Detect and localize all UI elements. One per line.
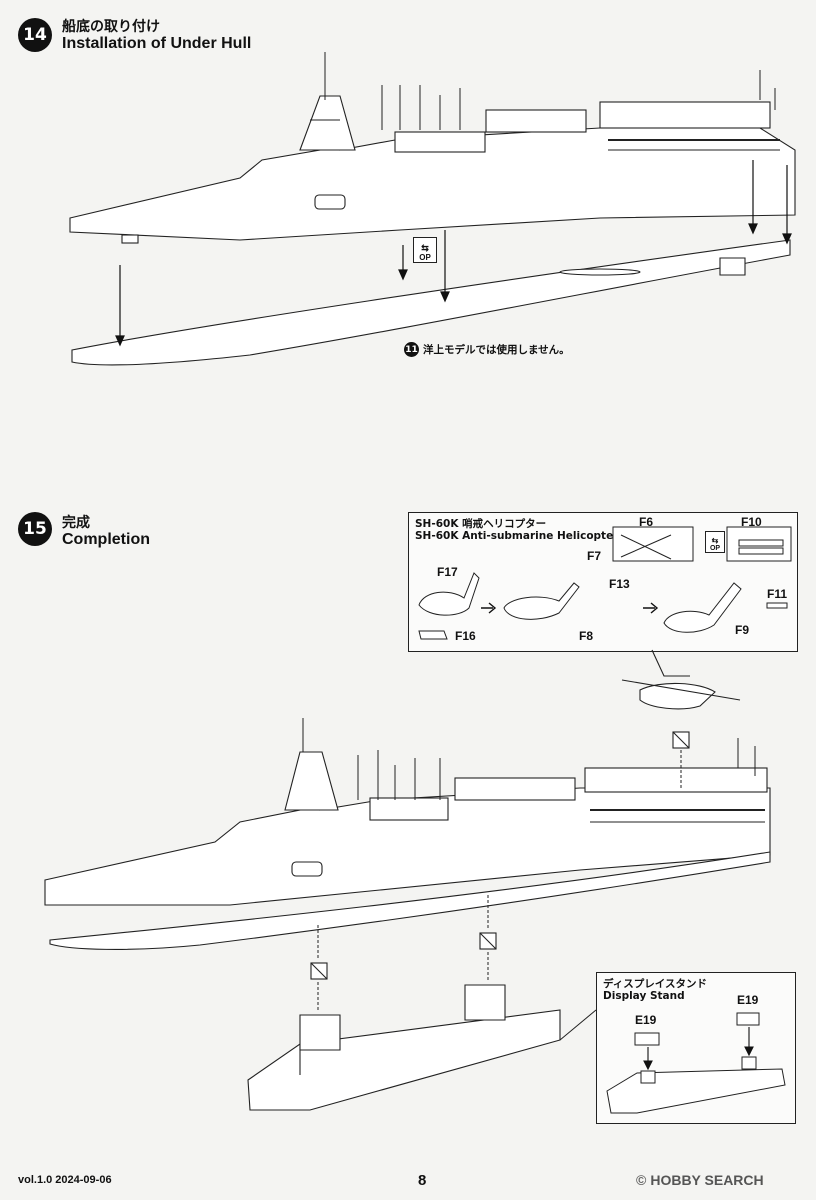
op-arrow-icon: ⇆ bbox=[421, 243, 429, 253]
part-label-f9: F9 bbox=[735, 623, 750, 637]
helicopter-callout-box: SH-60K 哨戒ヘリコプター SH-60K Anti-submarine He… bbox=[408, 512, 798, 652]
part-label-f13: F13 bbox=[609, 577, 630, 591]
part-label-f11: F11 bbox=[767, 587, 788, 601]
stand-title-en: Display Stand bbox=[603, 990, 685, 1002]
watermark-text: HOBBY SEARCH bbox=[650, 1172, 764, 1188]
part-label-f10: F10 bbox=[741, 515, 762, 529]
step-14-note: 11 洋上モデルでは使用しません。 bbox=[404, 342, 570, 357]
part-label-f16: F16 bbox=[455, 629, 476, 643]
version-date: vol.1.0 2024-09-06 bbox=[18, 1174, 112, 1186]
step-14-hull-illustration bbox=[69, 52, 796, 366]
helicopter-assembly-drawing bbox=[418, 526, 792, 640]
heli-op-label: OP bbox=[709, 545, 721, 552]
part-label-f7: F7 bbox=[587, 549, 602, 563]
stand-title-jp: ディスプレイスタンド bbox=[603, 978, 707, 990]
part-label-f8: F8 bbox=[579, 629, 594, 643]
page-number: 8 bbox=[418, 1172, 427, 1189]
heli-op-arrow-icon: ⇆ bbox=[711, 536, 719, 545]
step-14-title-en: Installation of Under Hull bbox=[62, 35, 252, 52]
part-label-f6: F6 bbox=[639, 515, 654, 529]
step-15-number: 15 bbox=[23, 519, 47, 539]
optional-part-icon: ⇆ OP bbox=[413, 237, 437, 263]
step-14-badge: 14 bbox=[18, 18, 52, 52]
step-15-title-en: Completion bbox=[62, 531, 150, 548]
note-text: 洋上モデルでは使用しません。 bbox=[423, 344, 570, 356]
op-label: OP bbox=[419, 253, 431, 262]
display-stand-drawing bbox=[606, 1012, 786, 1114]
note-number-badge: 11 bbox=[404, 342, 419, 357]
stand-part-label-e19-left: E19 bbox=[635, 1013, 657, 1027]
copyright-icon: © bbox=[636, 1172, 647, 1188]
display-stand-callout-box: ディスプレイスタンド Display Stand E19 E19 bbox=[596, 972, 796, 1124]
step-14-title-jp: 船底の取り付け bbox=[62, 19, 160, 35]
heli-op-icon: ⇆ OP bbox=[705, 531, 725, 553]
watermark: © HOBBY SEARCH bbox=[636, 1172, 764, 1188]
stand-part-label-e19-right: E19 bbox=[737, 993, 759, 1007]
part-label-f17: F17 bbox=[437, 565, 458, 579]
step-15-title-jp: 完成 bbox=[62, 515, 90, 531]
step-15-badge: 15 bbox=[18, 512, 52, 546]
helicopter-title-jp: SH-60K 哨戒ヘリコプター bbox=[415, 518, 547, 530]
helicopter-title-en: SH-60K Anti-submarine Helicopter bbox=[415, 530, 619, 542]
step-14-number: 14 bbox=[23, 25, 47, 45]
